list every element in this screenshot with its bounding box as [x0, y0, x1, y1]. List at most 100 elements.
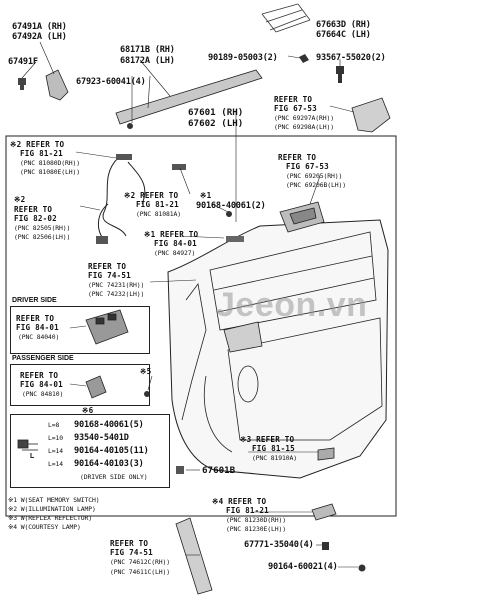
ref-82-02-l4: (PNC 82506(LH))	[14, 233, 71, 241]
power-window-switch-driver	[85, 309, 129, 345]
screw-90164	[358, 564, 366, 572]
screw-dim-label: L	[30, 453, 35, 460]
screw-row-4-length: L=14	[48, 460, 63, 468]
ref-81-21-a-l2: FIG 81-21	[20, 149, 63, 158]
clip-67601b	[176, 466, 184, 474]
star5-label: ※5	[140, 367, 152, 376]
assist-grip	[175, 517, 213, 595]
ref-81-21-b-l1: ※2 REFER TO	[124, 191, 179, 200]
ref-82-02-l0: ※2	[14, 195, 26, 204]
passenger-side-box	[10, 364, 150, 406]
courtesy-lamp	[311, 503, 337, 521]
screw-row-1-part: 90168-40061(5)	[74, 420, 144, 430]
screw-row-3-length: L=14	[48, 447, 63, 455]
ref-81-15-l3: (PNC 81910A)	[252, 454, 297, 462]
callout-93567: 93567-55020(2)	[316, 53, 386, 63]
ref-81-21-b-l2: FIG 81-21	[136, 200, 179, 209]
corner-trim-piece	[45, 69, 69, 101]
star6-label: ※6	[82, 406, 94, 415]
ref-82-02-l3: (PNC 82505(RH))	[14, 224, 71, 232]
screw-table-box	[10, 414, 170, 488]
ref-74-51-b-l1: REFER TO	[110, 539, 149, 548]
ref-67-53-mid-l4: (PNC 69206B(LH))	[286, 181, 346, 189]
lamp-socket-b	[172, 164, 186, 170]
ref-74-51-a-l1: REFER TO	[88, 262, 127, 271]
belt-molding-outer	[261, 3, 311, 33]
reflex-reflector	[317, 447, 335, 461]
lamp-socket-a	[116, 154, 132, 160]
ref-67-53-top-l3: (PNC 69297A(RH))	[274, 114, 334, 122]
ref-67-53-top-l1: REFER TO	[274, 95, 313, 104]
ref-74-51-a-l3: (PNC 74231(RH))	[88, 281, 145, 289]
screw-length-icon	[17, 439, 38, 451]
ref-81-21-a-l1: ※2 REFER TO	[10, 140, 65, 149]
ref-84-01-b-l2: FIG 84-01	[16, 323, 59, 332]
screw-row-4-part: 90164-40103(3)	[74, 459, 144, 469]
callout-68172a: 68172A (LH)	[120, 56, 175, 66]
ref-81-21-c-l1: ※4 REFER TO	[212, 497, 267, 506]
callout-67492a: 67492A (LH)	[12, 32, 67, 42]
callout-67602: 67602 (LH)	[188, 118, 244, 129]
ref-84-01-b-l1: REFER TO	[16, 314, 55, 323]
ref-82-02-l1: REFER TO	[14, 205, 53, 214]
inside-handle	[279, 201, 325, 233]
belt-weatherstrip	[115, 69, 263, 125]
ref-67-53-mid-l1: REFER TO	[278, 153, 317, 162]
ref-81-21-c-l3: (PNC 81230D(RH))	[226, 516, 286, 524]
callout-90189: 90189-05003(2)	[208, 53, 278, 63]
ref-81-21-a-l3: (PNC 81080D(RH))	[20, 159, 80, 167]
clip-67923	[127, 123, 133, 129]
screw-row-2-length: L=10	[48, 434, 63, 442]
screw-90168	[226, 211, 232, 217]
door-trim-panel	[167, 219, 389, 479]
legend-2: ※2 W(ILLUMINATION LAMP)	[8, 505, 96, 513]
callout-90168-top: 90168-40061(2)	[196, 201, 266, 211]
ref-67-53-top-l2: FIG 67-53	[274, 104, 317, 113]
clip-67771	[322, 542, 329, 550]
screw-90189	[299, 54, 309, 63]
callout-68171b: 68171B (RH)	[120, 45, 175, 55]
watermark: Jeeon.vn	[216, 286, 368, 324]
ref-81-15-l1: ※3 REFER TO	[240, 435, 295, 444]
ref-81-21-c-l4: (PNC 81230E(LH))	[226, 525, 286, 533]
screw-table-note: (DRIVER SIDE ONLY)	[80, 473, 148, 481]
callout-67771: 67771-35040(4)	[244, 540, 314, 550]
ref-74-51-b-l2: FIG 74-51	[110, 548, 153, 557]
ref-84-01-b-l3: (PNC 84040)	[18, 333, 60, 341]
power-window-switch-passenger	[85, 375, 107, 399]
callout-90164-60021: 90164-60021(4)	[268, 562, 338, 572]
ref-84-01-a-l2: FIG 84-01	[154, 239, 197, 248]
speaker-connector	[96, 236, 108, 244]
ref-81-15-l2: FIG 81-15	[252, 444, 295, 453]
ref-67-53-top-l4: (PNC 69298A(LH))	[274, 123, 334, 131]
callout-67663d: 67663D (RH)	[316, 20, 371, 30]
ref-84-01-c-l1: REFER TO	[20, 371, 59, 380]
ref-81-21-b-l3: (PNC 81081A)	[136, 210, 181, 218]
ref-84-01-a-l1: ※1 REFER TO	[144, 230, 199, 239]
driver-side-label: DRIVER SIDE	[12, 297, 57, 304]
ref-74-51-a-l4: (PNC 74232(LH))	[88, 290, 145, 298]
inside-handle-bezel	[351, 97, 391, 133]
memory-switch	[226, 236, 244, 242]
clip-67491f	[18, 78, 26, 90]
door-trim-detail	[181, 231, 383, 453]
ref-84-01-c-l2: FIG 84-01	[20, 380, 63, 389]
callout-67491f: 67491F	[8, 57, 38, 67]
screw-row-3-part: 90164-40105(11)	[74, 446, 149, 456]
callout-67664c: 67664C (LH)	[316, 30, 371, 40]
ref-81-21-a-l4: (PNC 81080E(LH))	[20, 168, 80, 176]
leader-lines	[21, 41, 358, 568]
ref-84-01-c-l3: (PNC 84810)	[22, 390, 64, 398]
ref-84-01-a-l3: (PNC 84927)	[154, 249, 196, 257]
ref-74-51-b-l3: (PNC 74612C(RH))	[110, 558, 170, 566]
callout-67601b: 67601B	[202, 465, 236, 476]
ref-82-02-l2: FIG 82-02	[14, 214, 57, 223]
ref-67-53-mid-l3: (PNC 69205(RH))	[286, 172, 343, 180]
ref-74-51-b-l4: (PNC 74611C(LH))	[110, 568, 170, 576]
clip-93567	[336, 66, 344, 83]
legend-1: ※1 W(SEAT MEMORY SWITCH)	[8, 496, 100, 504]
passenger-side-label: PASSENGER SIDE	[12, 355, 74, 362]
legend-4: ※4 W(COURTESY LAMP)	[8, 523, 81, 531]
